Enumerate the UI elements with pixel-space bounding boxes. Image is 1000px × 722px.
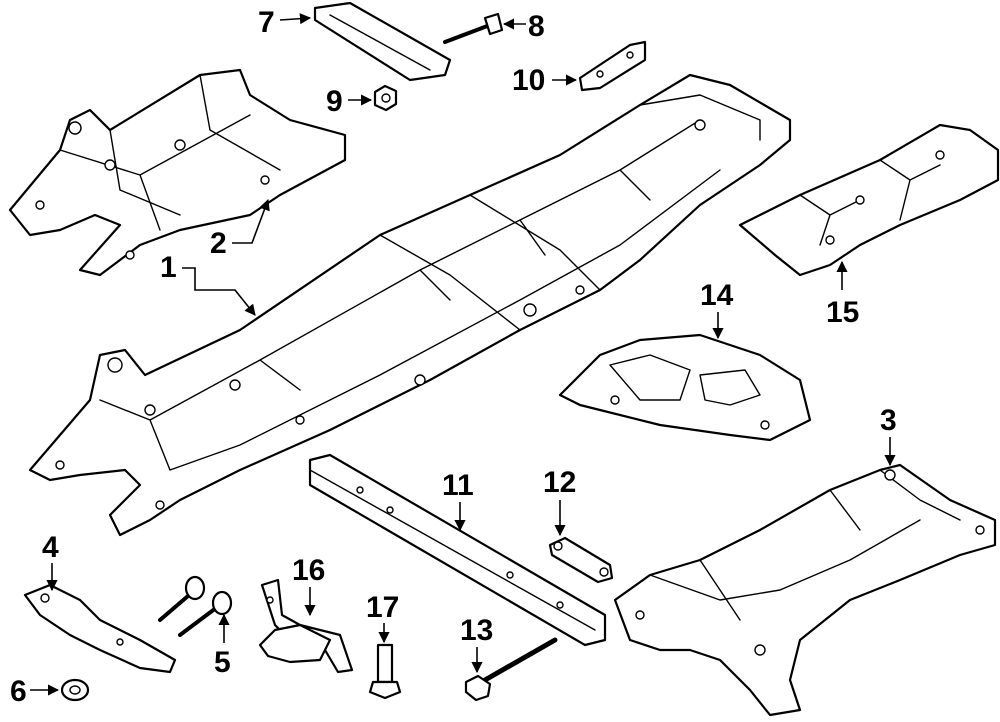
svg-text:10: 10 bbox=[512, 64, 545, 97]
nut-9[interactable] bbox=[373, 84, 398, 112]
callout-13: 13 bbox=[460, 614, 493, 674]
callout-9: 9 bbox=[326, 85, 373, 118]
callout-15: 15 bbox=[826, 260, 859, 329]
callout-14: 14 bbox=[700, 279, 734, 340]
svg-text:9: 9 bbox=[326, 85, 343, 118]
callout-16: 16 bbox=[292, 554, 325, 617]
bolt-13[interactable] bbox=[464, 637, 558, 702]
bolts-5[interactable] bbox=[158, 575, 233, 637]
svg-text:1: 1 bbox=[160, 251, 177, 284]
front-frame-section[interactable] bbox=[8, 68, 347, 277]
callout-12: 12 bbox=[543, 466, 576, 537]
svg-text:13: 13 bbox=[460, 614, 493, 647]
svg-text:16: 16 bbox=[292, 554, 325, 587]
callout-5: 5 bbox=[214, 613, 231, 679]
crossmember-bar-7[interactable] bbox=[313, 1, 452, 82]
callout-10: 10 bbox=[512, 64, 578, 97]
svg-text:2: 2 bbox=[210, 227, 227, 260]
svg-text:14: 14 bbox=[700, 279, 734, 312]
link-12[interactable] bbox=[548, 536, 614, 584]
nut-6[interactable] bbox=[60, 678, 90, 702]
svg-text:17: 17 bbox=[366, 591, 399, 624]
bracket-4[interactable] bbox=[23, 583, 177, 674]
bolt-8[interactable] bbox=[443, 12, 504, 44]
floor-pan-14[interactable] bbox=[558, 333, 812, 442]
callout-7: 7 bbox=[258, 6, 312, 39]
svg-text:5: 5 bbox=[214, 646, 231, 679]
svg-text:3: 3 bbox=[880, 404, 897, 437]
callout-11: 11 bbox=[442, 469, 474, 532]
callout-17: 17 bbox=[366, 591, 399, 644]
callout-8: 8 bbox=[502, 10, 545, 43]
skid-plate-15[interactable] bbox=[738, 123, 1000, 277]
callout-3: 3 bbox=[880, 404, 897, 467]
svg-text:11: 11 bbox=[442, 469, 474, 502]
rear-frame-section[interactable] bbox=[613, 463, 997, 717]
callout-1: 1 bbox=[160, 251, 256, 316]
svg-text:12: 12 bbox=[543, 466, 576, 499]
bracket-16[interactable] bbox=[258, 578, 354, 674]
svg-text:6: 6 bbox=[10, 675, 27, 708]
frame-assembly[interactable] bbox=[28, 73, 792, 537]
svg-text:15: 15 bbox=[826, 296, 859, 329]
callout-2: 2 bbox=[210, 198, 270, 260]
svg-text:8: 8 bbox=[528, 10, 545, 43]
bracket-10[interactable] bbox=[578, 40, 647, 92]
svg-text:7: 7 bbox=[258, 6, 275, 39]
svg-text:4: 4 bbox=[42, 531, 59, 564]
crossmember-beam-11[interactable] bbox=[308, 453, 607, 647]
callout-4: 4 bbox=[42, 531, 59, 592]
callout-6: 6 bbox=[10, 675, 60, 708]
bolt-17[interactable] bbox=[368, 643, 402, 700]
